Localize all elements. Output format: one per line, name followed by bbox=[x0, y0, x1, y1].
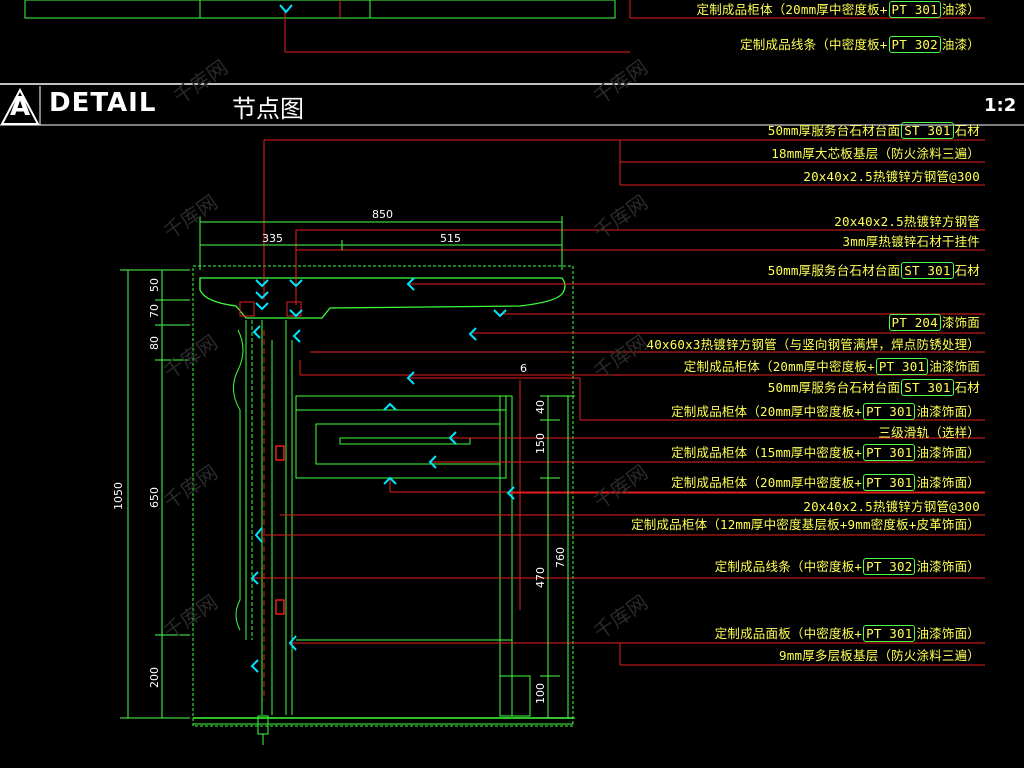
dim-left-seg-2: 70 bbox=[148, 304, 161, 318]
cabinet-outline bbox=[192, 265, 574, 745]
dim-right-seg-3: 470 bbox=[534, 567, 547, 588]
top-fragment bbox=[24, 0, 985, 53]
watermark-text: 千库网 bbox=[589, 590, 652, 644]
dimension-texts: 850 335 515 6 1050 50 70 80 650 200 40 1… bbox=[112, 208, 567, 704]
material-tag: PT 302 bbox=[888, 36, 941, 53]
arrow-markers bbox=[250, 4, 515, 673]
arrow-marker bbox=[250, 571, 259, 585]
annotation-label: 9mm厚多层板基层（防火涂料三遍） bbox=[779, 648, 980, 663]
detail-marker-triangle bbox=[0, 87, 40, 125]
detail-subtitle: 节点图 bbox=[232, 95, 304, 123]
dim-left-seg-1: 50 bbox=[148, 278, 161, 292]
detail-scale: 1:2 bbox=[984, 95, 1017, 116]
arrow-marker bbox=[254, 527, 263, 543]
annotation-label: 20x40x2.5热镀锌方钢管@300 bbox=[803, 499, 980, 514]
arrow-marker bbox=[506, 486, 515, 500]
arrow-marker bbox=[448, 431, 457, 445]
arrow-marker bbox=[252, 325, 261, 339]
dim-left-overall: 1050 bbox=[112, 482, 125, 510]
watermark-text: 千库网 bbox=[589, 190, 652, 244]
annotation-label: 三级滑轨（选样） bbox=[878, 425, 980, 440]
detail-title: DETAIL bbox=[49, 88, 157, 118]
arrow-marker bbox=[289, 279, 303, 288]
arrow-marker bbox=[292, 329, 301, 343]
header-rules bbox=[0, 83, 1024, 126]
dim-top-left: 335 bbox=[262, 232, 283, 245]
dimension-lines bbox=[120, 216, 575, 719]
arrow-marker bbox=[428, 455, 437, 469]
material-tag: ST 301 bbox=[901, 379, 954, 396]
dim-left-seg-5: 200 bbox=[148, 667, 161, 688]
arrow-marker bbox=[250, 659, 259, 673]
watermark-text: 千库网 bbox=[589, 330, 652, 384]
annotation-label: 18mm厚大芯板基层（防火涂料三遍） bbox=[771, 146, 980, 161]
watermark-text: 千库网 bbox=[159, 460, 222, 514]
material-tag: ST 301 bbox=[901, 122, 954, 139]
arrow-marker bbox=[288, 635, 297, 651]
material-tag: PT 301 bbox=[888, 1, 941, 18]
arrow-marker bbox=[383, 402, 397, 411]
watermark-pattern: 千库网 千库网 千库网 千库网 千库网 千库网 千库网 千库网 千库网 千库网 bbox=[159, 55, 652, 644]
arrow-marker bbox=[493, 309, 507, 318]
dim-left-seg-4: 650 bbox=[148, 487, 161, 508]
watermark-text: 千库网 bbox=[159, 330, 222, 384]
annotation-label: 3mm厚热镀锌石材干挂件 bbox=[842, 234, 980, 249]
annotation-label: 20x40x2.5热镀锌方钢管@300 bbox=[803, 169, 980, 184]
material-tag: PT 302 bbox=[863, 558, 916, 575]
annotation-label: 40x60x3热镀锌方钢管（与竖向钢管满焊，焊点防锈处理） bbox=[646, 337, 980, 352]
arrow-marker bbox=[406, 277, 415, 291]
arrow-marker bbox=[255, 291, 269, 300]
dim-top-overall: 850 bbox=[372, 208, 393, 221]
watermark-text: 千库网 bbox=[169, 55, 232, 109]
dim-right-seg-4: 100 bbox=[534, 683, 547, 704]
arrow-marker bbox=[289, 309, 303, 318]
watermark-text: 千库网 bbox=[589, 460, 652, 514]
dim-right-seg-2: 150 bbox=[534, 433, 547, 454]
arrow-marker bbox=[383, 476, 397, 485]
dim-top-right: 515 bbox=[440, 232, 461, 245]
material-tag: ST 301 bbox=[901, 262, 954, 279]
watermark-text: 千库网 bbox=[159, 590, 222, 644]
annotation-label: 定制成品柜体（12mm厚中密度基层板+9mm密度板+皮革饰面） bbox=[631, 517, 980, 532]
arrow-marker bbox=[406, 371, 415, 385]
watermark-text: 千库网 bbox=[159, 190, 222, 244]
dim-small-marker: 6 bbox=[520, 362, 527, 375]
material-tag: PT 301 bbox=[863, 403, 916, 420]
annotation-label: 20x40x2.5热镀锌方钢管 bbox=[834, 214, 980, 229]
arrow-marker bbox=[255, 302, 269, 311]
material-tag: PT 301 bbox=[863, 444, 916, 461]
dim-right-seg-1: 40 bbox=[534, 400, 547, 414]
material-tag: PT 301 bbox=[863, 474, 916, 491]
arrow-marker bbox=[255, 279, 269, 288]
dim-right-overall: 760 bbox=[554, 547, 567, 568]
material-tag: PT 301 bbox=[875, 358, 929, 375]
arrow-marker bbox=[279, 4, 293, 14]
material-tag: PT 301 bbox=[863, 625, 916, 642]
arrow-marker bbox=[468, 327, 477, 341]
watermark-text: 千库网 bbox=[589, 55, 652, 109]
material-tag: PT 204 bbox=[888, 314, 941, 331]
leader-lines bbox=[239, 139, 985, 700]
dim-left-seg-3: 80 bbox=[148, 336, 161, 350]
